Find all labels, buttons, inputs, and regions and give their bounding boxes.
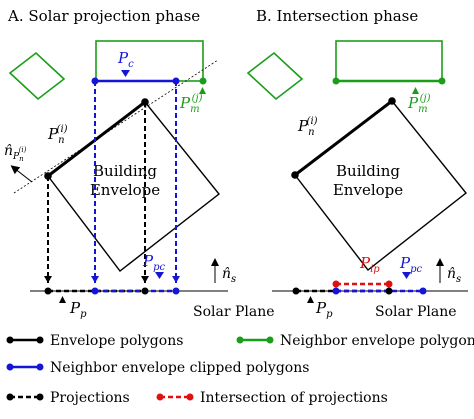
pip-label: Pip — [359, 254, 380, 275]
legend-label: Neighbor envelope clipped polygons — [50, 360, 309, 376]
green-end — [199, 77, 207, 85]
ppc-end-right-a — [172, 287, 180, 295]
pp-end-right-a — [141, 287, 149, 295]
neighbor-polygon-rect — [95, 40, 204, 82]
legend-swatch-dot — [36, 363, 44, 371]
projection-arrowhead-right — [141, 276, 149, 283]
ppc-end-left-a — [91, 287, 99, 295]
clipped-arrowhead-right — [172, 276, 180, 283]
legend-swatch-dot — [236, 336, 244, 344]
clipped-arrowhead-left — [91, 276, 99, 283]
envelope-polygon-pn — [47, 100, 146, 178]
pip-end-right — [385, 280, 393, 288]
pp-arrow-b — [307, 296, 314, 303]
legend-item: Intersection of projections — [156, 390, 388, 406]
neighbor-end-left-b — [332, 77, 340, 85]
legend-label: Envelope polygons — [50, 333, 183, 349]
building-label-b-line2: Envelope — [333, 181, 403, 199]
pp-arrow-a — [59, 296, 66, 303]
pm-label: Pm(j) — [179, 93, 203, 115]
legend: Envelope polygons Neighbor envelope polyg… — [6, 333, 474, 406]
envelope-polygon-pn-b — [294, 99, 393, 177]
ppc-label-a: Ppc — [142, 252, 165, 273]
pm-arrow-b — [412, 87, 419, 94]
legend-item: Neighbor envelope clipped polygons — [6, 360, 309, 376]
ppc-label-b: Ppc — [399, 254, 422, 275]
legend-label: Intersection of projections — [200, 390, 388, 406]
pn-label: Pn(i) — [47, 124, 68, 146]
pp-end-right-b — [385, 287, 393, 295]
ppc-end-left-b — [332, 287, 340, 295]
legend-item: Projections — [6, 390, 130, 406]
legend-swatch-dot — [36, 393, 44, 401]
building-label-line2: Envelope — [90, 181, 160, 199]
pp-end-left-a — [44, 287, 52, 295]
pn-label-b: Pn(i) — [297, 116, 318, 138]
legend-label: Neighbor envelope polygons — [280, 333, 474, 349]
pp-end-left-b — [292, 287, 300, 295]
pc-label: Pc — [117, 49, 134, 70]
pm-label-b: Pm(j) — [407, 93, 431, 115]
legend-swatch-dot — [156, 393, 164, 401]
pn-end-right-b — [388, 97, 396, 105]
pm-arrow — [199, 87, 206, 94]
legend-item: Neighbor envelope polygons — [236, 333, 474, 349]
normal-arrow — [10, 165, 33, 183]
pc-arrow — [121, 70, 130, 77]
legend-swatch-dot — [36, 336, 44, 344]
legend-swatch-dot — [6, 336, 14, 344]
panel-a-title: A. Solar projection phase — [7, 7, 200, 25]
pp-label-a: Pp — [69, 299, 87, 320]
ns-label-b: n̂s — [447, 266, 461, 285]
legend-swatch-dot — [266, 336, 274, 344]
panel-a: A. Solar projection phase Pc Pm(j) Pn(i)… — [4, 7, 275, 320]
pn-end-left-b — [291, 171, 299, 179]
ppc-arrow-a — [155, 272, 164, 279]
legend-label: Projections — [50, 390, 130, 406]
normal-label: n̂Pn(i) — [4, 143, 27, 163]
legend-swatch-dot — [6, 363, 14, 371]
neighbor-end-right-b — [438, 77, 446, 85]
pp-label-b: Pp — [315, 299, 333, 320]
panel-b: B. Intersection phase Pm(j) Pn(i) Buildi… — [246, 7, 468, 320]
panel-b-title: B. Intersection phase — [256, 7, 418, 25]
legend-swatch-dot — [6, 393, 14, 401]
legend-item: Envelope polygons — [6, 333, 183, 349]
solar-plane-label-b: Solar Plane — [375, 304, 457, 320]
neighbor-polygon-small-b — [246, 51, 304, 101]
building-label-line1: Building — [93, 162, 157, 180]
solar-plane-label-a: Solar Plane — [193, 304, 275, 320]
pip-end-left — [332, 280, 340, 288]
ppc-arrow-b — [402, 272, 411, 279]
ppc-end-right-b — [419, 287, 427, 295]
projection-arrowhead-left — [44, 276, 52, 283]
envelope-plane-line — [13, 59, 219, 194]
building-label-b-line1: Building — [336, 162, 400, 180]
ns-label-a: n̂s — [222, 266, 236, 285]
neighbor-polygon-rect-b — [335, 40, 443, 82]
neighbor-polygon-small — [8, 51, 66, 101]
legend-swatch-dot — [186, 393, 194, 401]
